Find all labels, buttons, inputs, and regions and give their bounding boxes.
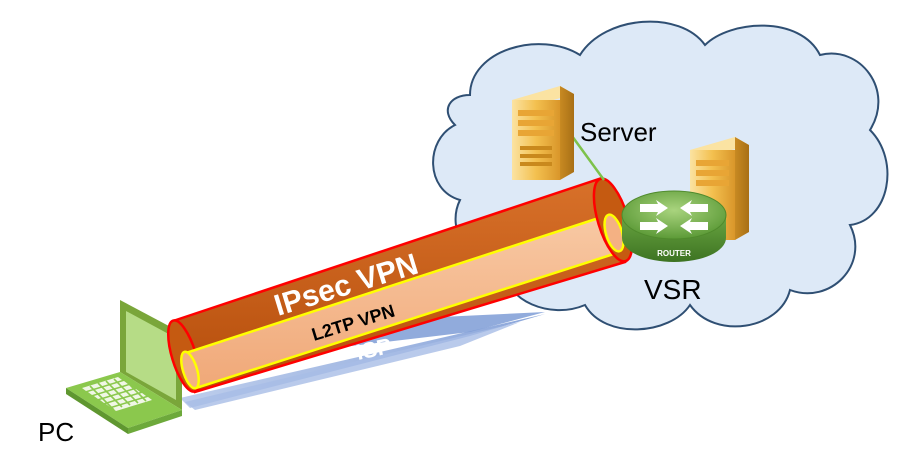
server-router-link (570, 135, 606, 181)
laptop-icon (66, 300, 182, 434)
server-label: Server (580, 117, 657, 147)
router-badge-label: ROUTER (657, 249, 691, 258)
server-icon (512, 86, 574, 180)
pc-label: PC (38, 417, 74, 447)
vsr-label: VSR (644, 274, 702, 305)
router-icon: ROUTER (621, 190, 727, 262)
